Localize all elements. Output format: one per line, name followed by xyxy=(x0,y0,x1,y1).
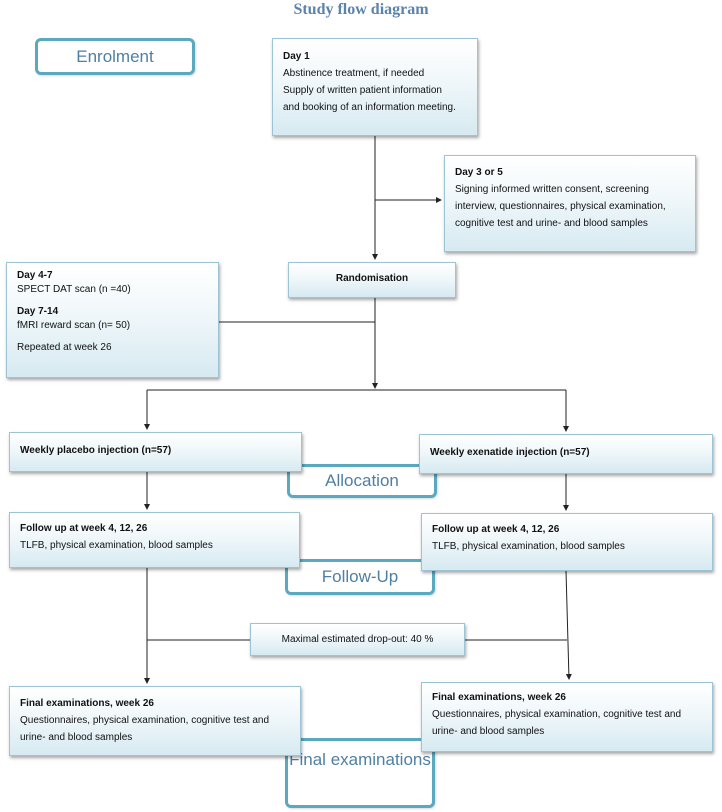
line-followup-to-final-right xyxy=(565,570,572,680)
box-dropout: Maximal estimated drop-out: 40 % xyxy=(250,623,465,656)
box-followup-left: Follow up at week 4, 12, 26 TLFB, physic… xyxy=(9,512,300,568)
box-final-right: Final examinations, week 26 Questionnair… xyxy=(421,682,713,752)
scans-line-3: Repeated at week 26 xyxy=(17,342,112,353)
box-scans: Day 4-7 SPECT DAT scan (n =40) Day 7-14 … xyxy=(6,262,219,378)
scans-line-1: SPECT DAT scan (n =40) xyxy=(17,284,131,295)
box-placebo: Weekly placebo injection (n=57) xyxy=(9,432,302,472)
box-followup-right: Follow up at week 4, 12, 26 TLFB, physic… xyxy=(421,513,713,571)
followup-right-line-1: TLFB, physical examination, blood sample… xyxy=(432,541,625,552)
final-right-line-1: Questionnaires, physical examination, co… xyxy=(432,709,682,720)
stage-follow-up-label: Follow-Up xyxy=(321,567,399,586)
final-left-line-2: urine- and blood samples xyxy=(20,732,133,743)
final-right-heading: Final examinations, week 26 xyxy=(432,692,566,703)
stage-final-examinations: Final examinations xyxy=(285,738,435,808)
final-left-heading: Final examinations, week 26 xyxy=(20,698,154,709)
stage-final-line-2: examinations xyxy=(330,750,431,769)
diagram-title: Study flow diagram xyxy=(293,1,429,18)
box-day3: Day 3 or 5 Signing informed written cons… xyxy=(444,155,696,252)
dropout-text: Maximal estimated drop-out: 40 % xyxy=(281,634,434,645)
day1-line-1: Abstinence treatment, if needed xyxy=(283,68,425,79)
stage-allocation: Allocation xyxy=(287,464,437,498)
final-left-line-1: Questionnaires, physical examination, co… xyxy=(20,715,270,726)
followup-left-heading: Follow up at week 4, 12, 26 xyxy=(20,523,148,534)
box-day1: Day 1 Abstinence treatment, if needed Su… xyxy=(272,38,478,136)
scans-line-2: fMRI reward scan (n= 50) xyxy=(17,320,131,331)
box-final-left: Final examinations, week 26 Questionnair… xyxy=(9,686,301,756)
stage-enrolment: Enrolment xyxy=(35,38,195,75)
randomisation-heading: Randomisation xyxy=(335,273,409,284)
day3-line-3: cognitive test and urine- and blood samp… xyxy=(455,218,648,229)
day3-line-1: Signing informed written consent, screen… xyxy=(455,184,649,195)
stage-follow-up: Follow-Up xyxy=(285,559,435,595)
exenatide-heading: Weekly exenatide injection (n=57) xyxy=(430,447,590,458)
followup-right-heading: Follow up at week 4, 12, 26 xyxy=(432,524,560,535)
box-randomisation: Randomisation xyxy=(288,262,456,298)
followup-left-line-1: TLFB, physical examination, blood sample… xyxy=(20,540,213,551)
scans-heading-1: Day 4-7 xyxy=(17,270,53,281)
day1-line-3: and booking of an information meeting. xyxy=(283,102,456,113)
day1-heading: Day 1 xyxy=(283,51,310,62)
day3-heading: Day 3 or 5 xyxy=(455,167,503,178)
scans-heading-2: Day 7-14 xyxy=(17,306,59,317)
stage-enrolment-label: Enrolment xyxy=(76,47,154,66)
stage-allocation-label: Allocation xyxy=(325,471,399,490)
day1-line-2: Supply of written patient information xyxy=(283,85,442,96)
final-right-line-2: urine- and blood samples xyxy=(432,726,545,737)
box-exenatide: Weekly exenatide injection (n=57) xyxy=(419,434,713,474)
placebo-heading: Weekly placebo injection (n=57) xyxy=(20,445,172,456)
day3-line-2: interview, questionnaires, physical exam… xyxy=(455,201,666,212)
